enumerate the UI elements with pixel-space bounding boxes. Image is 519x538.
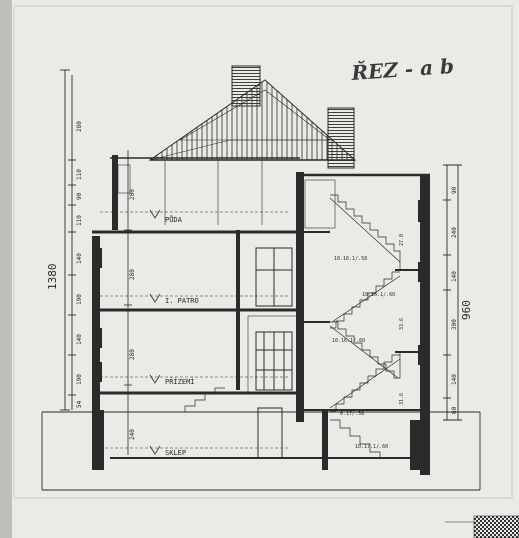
right-dim-4: 300 (451, 319, 458, 330)
right-dim-1: 90 (451, 186, 458, 194)
staircase (175, 194, 401, 458)
left-dim-7: 140 (76, 334, 83, 345)
stair-label-3: 10.16.1/.60 (332, 338, 365, 344)
left-dim-2: 110 (76, 169, 83, 180)
left-dim-9: 54 (76, 400, 83, 408)
right-dimension-chain (443, 164, 462, 421)
left-dim-8: 190 (76, 374, 83, 385)
inner-dim-3: 280 (129, 349, 136, 360)
left-dim-6: 190 (76, 294, 83, 305)
inner-dim-1: 200 (129, 189, 136, 200)
inner-dimension-chain (124, 150, 132, 455)
level-label-basement: SKLEP (165, 449, 186, 457)
stair-label-2: 10.16.1/.60 (362, 292, 395, 298)
paper-border (13, 5, 513, 499)
windows (117, 164, 336, 459)
left-dim-1: 280 (76, 121, 83, 132)
right-dim-5: 140 (451, 374, 458, 385)
right-dim-6: 60 (451, 406, 458, 414)
chimney-right (327, 107, 355, 169)
level-label-ground-floor: PŘÍZEMÍ (165, 377, 195, 386)
stair-side-dim-1: 27.0 (399, 234, 405, 246)
level-markers (149, 209, 161, 455)
window-dark-blocks (94, 200, 424, 382)
left-dim-5: 140 (76, 253, 83, 264)
stair-label-4: 6.17/.58 (340, 411, 364, 417)
left-dimension-chain (60, 69, 76, 411)
stair-label-1: 10.16.1/.58 (334, 256, 367, 262)
level-label-attic: PŮDA (165, 215, 183, 224)
title-block-fragment (473, 515, 519, 538)
stair-side-dim-3: 31.6 (399, 393, 405, 405)
left-dim-3: 90 (76, 192, 83, 200)
inner-dim-4: 240 (129, 429, 136, 440)
stair-side-dim-2: 33.6 (399, 318, 405, 330)
total-height-left: 1380 (46, 264, 59, 291)
right-dim-2: 240 (451, 227, 458, 238)
stair-label-5: 10.17.1/.60 (355, 444, 388, 450)
floor-slabs (92, 139, 430, 449)
level-label-upper-floor: I. PATRO (165, 297, 199, 305)
inner-dim-2: 280 (129, 269, 136, 280)
total-height-right: 960 (460, 300, 473, 320)
left-dim-4: 110 (76, 215, 83, 226)
paper-shadow-left (0, 0, 12, 538)
right-dim-3: 140 (451, 271, 458, 282)
chimney-left (231, 65, 261, 107)
